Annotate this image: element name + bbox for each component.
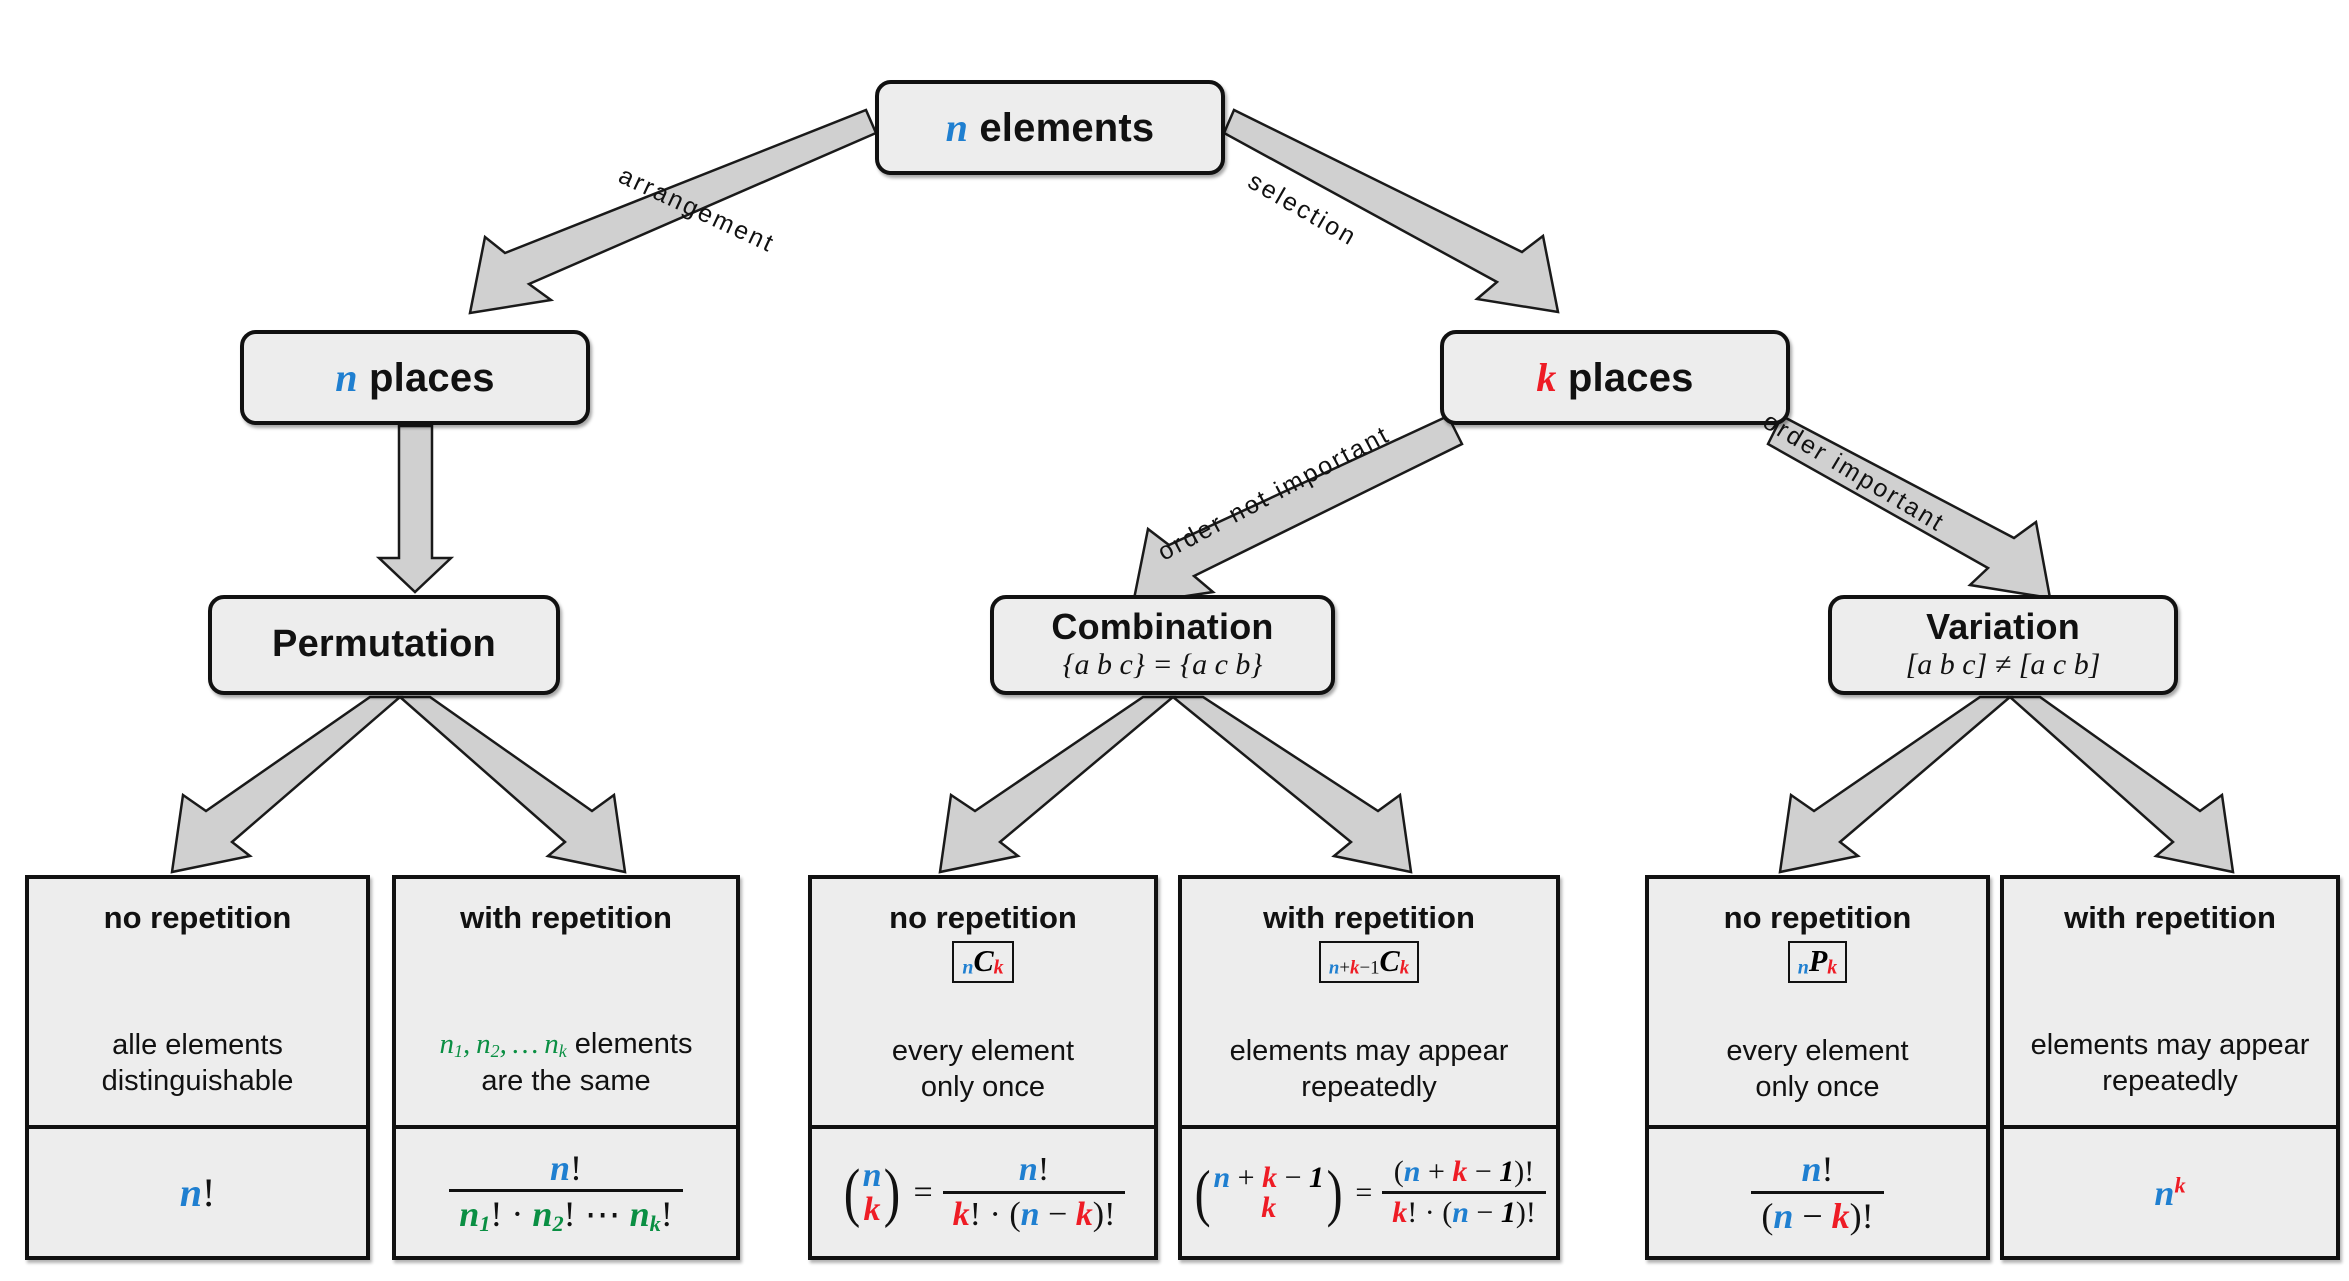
node-combination-title: Combination	[1051, 605, 1274, 647]
leaf-formula: ( n + k − 1 k ) = (n + k − 1)! k! · (n −…	[1182, 1129, 1556, 1256]
arrow-permutation-right	[396, 695, 627, 874]
leaf-head: with repetition	[1263, 900, 1475, 935]
leaf-description: n1, n2, … nk elements are the same	[439, 1028, 693, 1097]
node-combination-subtitle: {a b c} = {a c b}	[1062, 648, 1263, 682]
arrow-combination-right	[1169, 695, 1413, 874]
arrow-variation-left	[1778, 695, 2014, 874]
leaf-head: with repetition	[2064, 900, 2276, 935]
leaf-description: every element only once	[891, 1034, 1075, 1103]
arrow-order-important	[1766, 414, 2052, 600]
leaf-formula: nk	[2154, 1172, 2186, 1213]
node-n-places[interactable]: n places	[240, 330, 590, 425]
leaf-formula: n!	[179, 1170, 216, 1215]
arrow-selection	[1222, 108, 1560, 314]
leaf-upper: no repetition nPk every element only onc…	[1649, 879, 1986, 1129]
arrow-n-places-permutation	[375, 424, 455, 594]
node-permutation-title: Permutation	[272, 623, 496, 666]
leaf-upper: no repetition alle elements distinguisha…	[29, 879, 366, 1129]
leaf-variation-with-repetition[interactable]: with repetition elements may appear repe…	[2000, 875, 2340, 1260]
leaf-description: alle elements distinguishable	[101, 1028, 294, 1097]
node-combination[interactable]: Combination {a b c} = {a c b}	[990, 595, 1335, 695]
leaf-head: no repetition	[103, 900, 292, 935]
leaf-upper: with repetition elements may appear repe…	[2004, 879, 2336, 1129]
leaf-head: no repetition	[889, 900, 1077, 935]
leaf-head: with repetition	[460, 900, 672, 935]
node-permutation[interactable]: Permutation	[208, 595, 560, 695]
leaf-combination-with-repetition[interactable]: with repetition n+k−1Ck elements may app…	[1178, 875, 1560, 1260]
arrow-arrangement	[468, 108, 878, 315]
leaf-formula: n! (n − k)!	[1649, 1129, 1986, 1256]
node-variation-title: Variation	[1926, 605, 2080, 647]
node-n-elements[interactable]: n elements	[875, 80, 1225, 175]
leaf-notation-nPk: nPk	[1787, 941, 1848, 984]
leaf-head: no repetition	[1723, 900, 1912, 935]
leaf-variation-no-repetition[interactable]: no repetition nPk every element only onc…	[1645, 875, 1990, 1260]
arrow-permutation-left	[170, 695, 404, 874]
arrow-variation-right	[2006, 695, 2235, 874]
arrow-order-not-important	[1131, 414, 1464, 606]
leaf-permutation-with-repetition[interactable]: with repetition n1, n2, … nk elements ar…	[392, 875, 740, 1260]
leaf-upper: with repetition n+k−1Ck elements may app…	[1182, 879, 1556, 1129]
arrow-combination-left	[938, 695, 1177, 874]
leaf-description: elements may appear repeatedly	[1229, 1034, 1509, 1103]
leaf-permutation-no-repetition[interactable]: no repetition alle elements distinguisha…	[25, 875, 370, 1260]
leaf-upper: no repetition nCk every element only onc…	[812, 879, 1154, 1129]
leaf-description: every element only once	[1726, 1034, 1909, 1103]
node-n-elements-label: n elements	[945, 104, 1155, 150]
leaf-upper: with repetition n1, n2, … nk elements ar…	[396, 879, 736, 1129]
leaf-formula: n! n1! · n2! ⋯ nk!	[396, 1129, 736, 1256]
node-n-places-label: n places	[335, 354, 495, 400]
node-variation[interactable]: Variation [a b c] ≠ [a c b]	[1828, 595, 2178, 695]
node-k-places-label: k places	[1536, 354, 1694, 400]
leaf-description: elements may appear repeatedly	[2030, 1028, 2310, 1097]
leaf-combination-no-repetition[interactable]: no repetition nCk every element only onc…	[808, 875, 1158, 1260]
leaf-notation-npkm1Ck: n+k−1Ck	[1318, 941, 1420, 984]
node-variation-subtitle: [a b c] ≠ [a c b]	[1905, 648, 2101, 682]
leaf-notation-nCk: nCk	[952, 941, 1014, 984]
node-k-places[interactable]: k places	[1440, 330, 1790, 425]
